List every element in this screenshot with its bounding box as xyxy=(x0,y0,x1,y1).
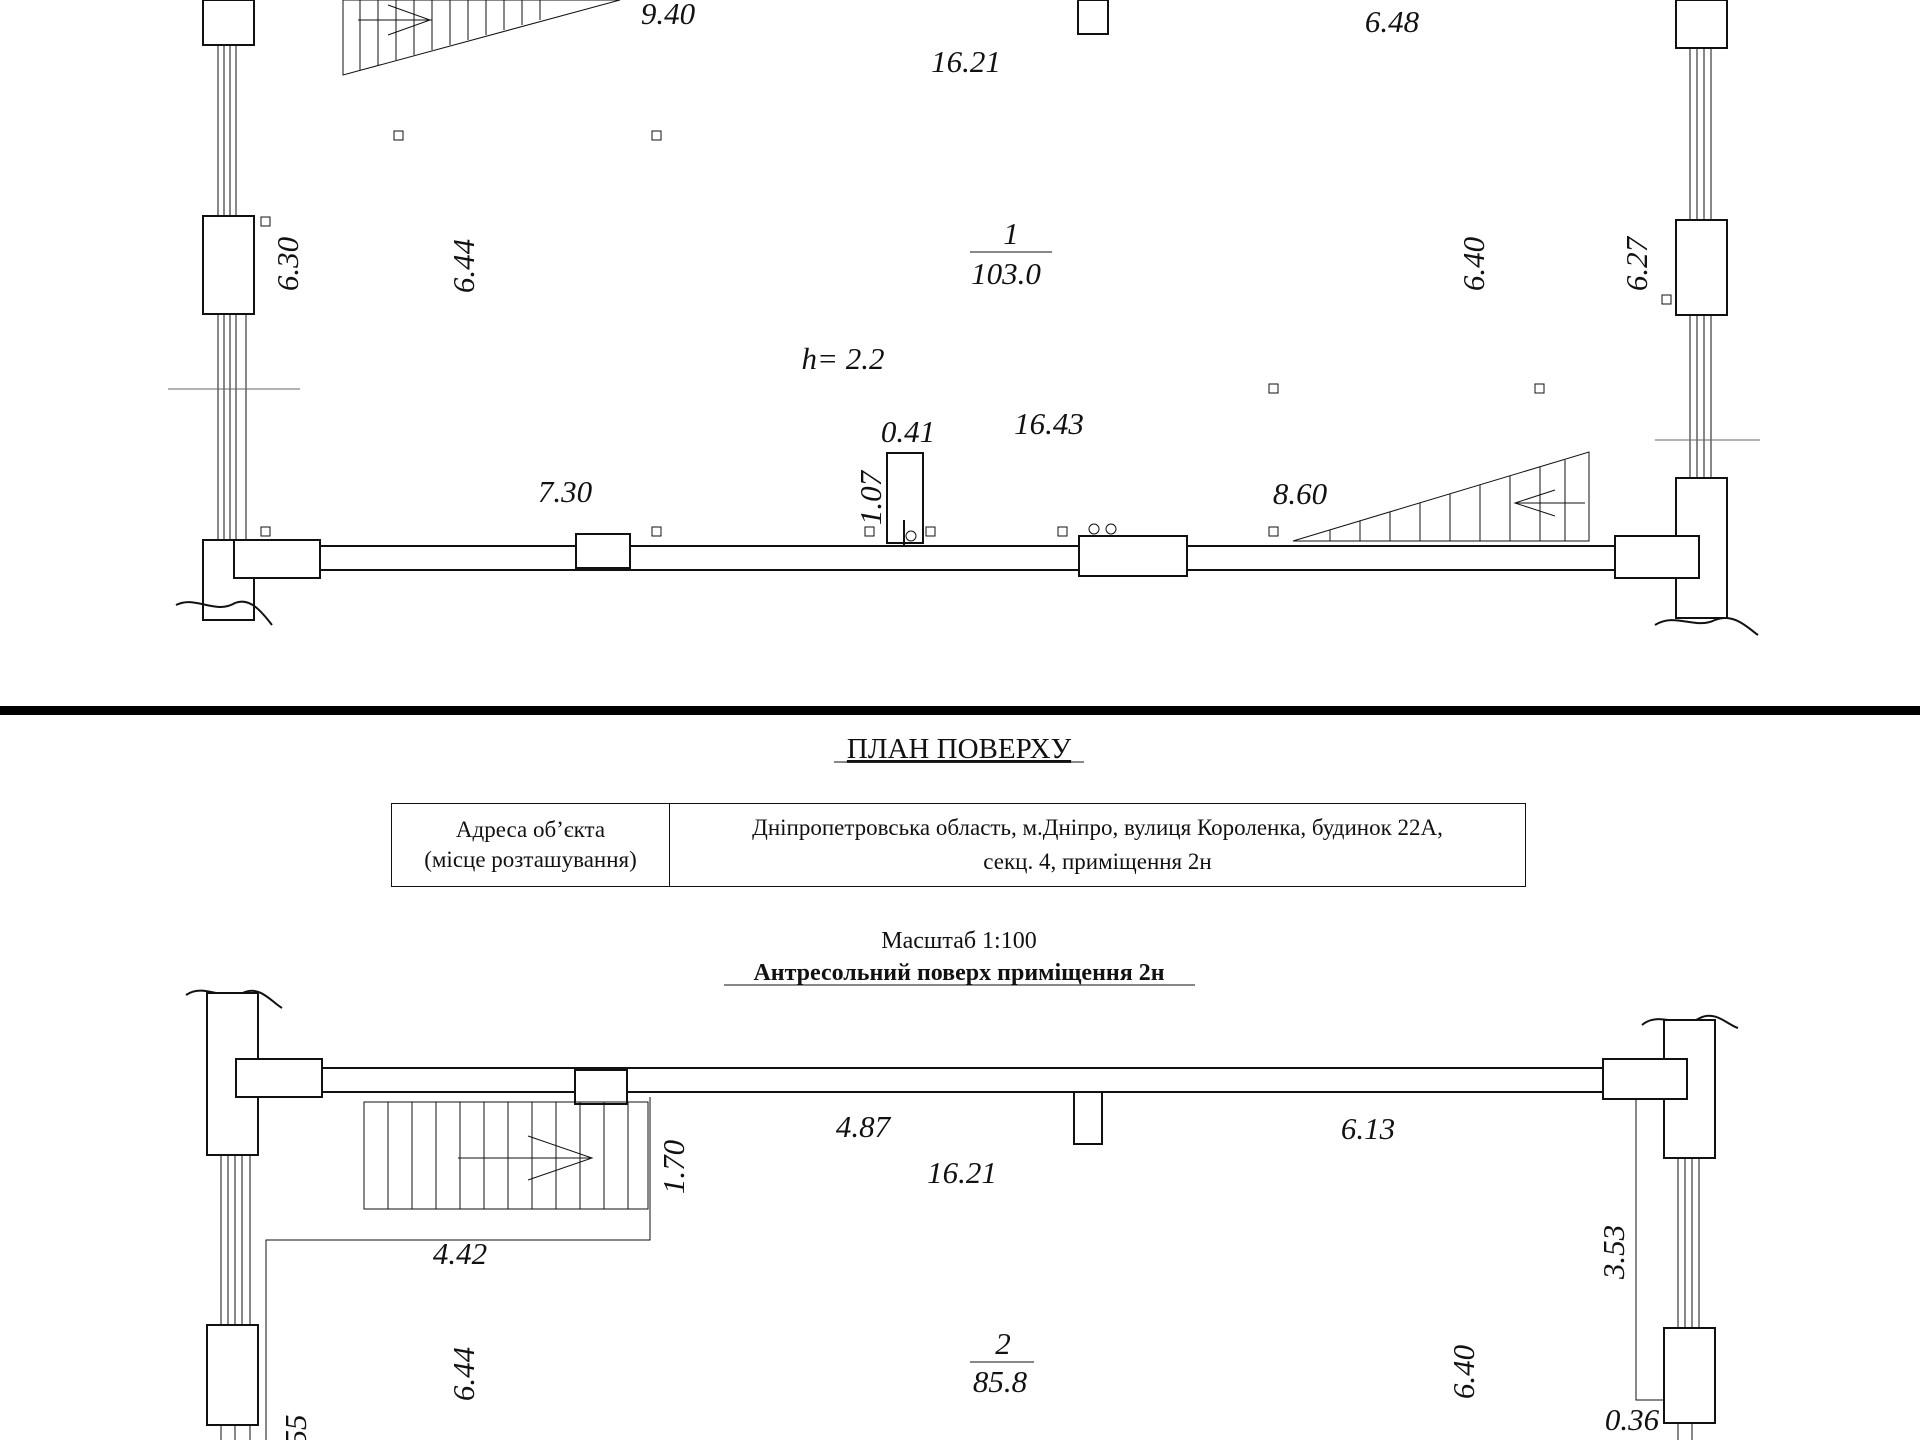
scale-label: Масштаб 1:100 xyxy=(881,928,1036,954)
dimension-label: 9.40 xyxy=(641,0,696,31)
room-area: 103.0 xyxy=(971,256,1041,291)
dimension-label: 1.70 xyxy=(656,1139,691,1194)
dimension-label: 6.40 xyxy=(1446,1344,1481,1399)
dimension-label: 6.44 xyxy=(446,239,481,293)
ceiling-height: h= 2.2 xyxy=(802,341,885,376)
wall-pier xyxy=(202,215,255,315)
dimension-label: 6.30 xyxy=(270,236,305,291)
dimension-label: 3.53 xyxy=(1596,1225,1631,1280)
address-line2: секц. 4, приміщення 2н xyxy=(983,849,1212,874)
stairs-upper-left xyxy=(342,0,621,76)
upper-floor-plan: 1 103.0 h= 2.2 9.40 6.48 16.21 6.30 6.44… xyxy=(168,0,1760,636)
dimension-label: 6.40 xyxy=(1456,236,1491,291)
room-number: 2 xyxy=(995,1326,1011,1361)
address-label-cell: Адреса об’єкта (місце розташування) xyxy=(392,804,670,886)
wall-pier xyxy=(1675,0,1728,49)
dimension-label: 16.43 xyxy=(1014,406,1084,441)
address-label-line1: Адреса об’єкта xyxy=(455,817,606,842)
room-area: 85.8 xyxy=(973,1364,1028,1399)
wall-pier xyxy=(206,1324,259,1426)
floor-name: Антресольний поверх приміщення 2н xyxy=(753,960,1164,986)
dimension-label: 8.60 xyxy=(1273,476,1328,511)
dimension-label: 0.36 xyxy=(1605,1402,1660,1437)
dimension-label: 6.48 xyxy=(1365,4,1420,39)
stairs-lower-right xyxy=(1292,451,1590,542)
room-number: 1 xyxy=(1003,216,1019,251)
dimension-label: 16.21 xyxy=(927,1155,997,1190)
dimension-label: 6.13 xyxy=(1341,1111,1395,1146)
sheet-title: ПЛАН ПОВЕРХУ xyxy=(847,733,1072,765)
dimension-label: 4.42 xyxy=(433,1236,487,1271)
address-value-cell: Дніпропетровська область, м.Дніпро, вули… xyxy=(670,804,1525,886)
dimension-label: 6.44 xyxy=(446,1347,481,1401)
dimension-label: 55 xyxy=(278,1415,313,1440)
address-line1: Дніпропетровська область, м.Дніпро, вули… xyxy=(752,815,1443,840)
dimension-label: 16.21 xyxy=(931,44,1001,79)
dimension-label: 0.41 xyxy=(881,414,935,449)
column-markers xyxy=(260,130,1672,537)
mezzanine-stairs xyxy=(363,1101,649,1210)
dimension-label: 6.27 xyxy=(1619,235,1654,291)
separator-bar xyxy=(0,706,1920,715)
wall-pier xyxy=(202,0,255,46)
dimension-label: 7.30 xyxy=(538,474,593,509)
dimension-label: 4.87 xyxy=(836,1109,892,1144)
address-table: Адреса об’єкта (місце розташування) Дніп… xyxy=(391,803,1526,887)
mezzanine-floor-plan: 2 85.8 4.87 6.13 16.21 1.70 4.42 6.44 55… xyxy=(185,989,1739,1440)
address-label-line2: (місце розташування) xyxy=(424,847,637,872)
wall-pier xyxy=(1663,1327,1716,1424)
wall-pier xyxy=(1675,219,1728,316)
dimension-label: 1.07 xyxy=(853,469,888,525)
